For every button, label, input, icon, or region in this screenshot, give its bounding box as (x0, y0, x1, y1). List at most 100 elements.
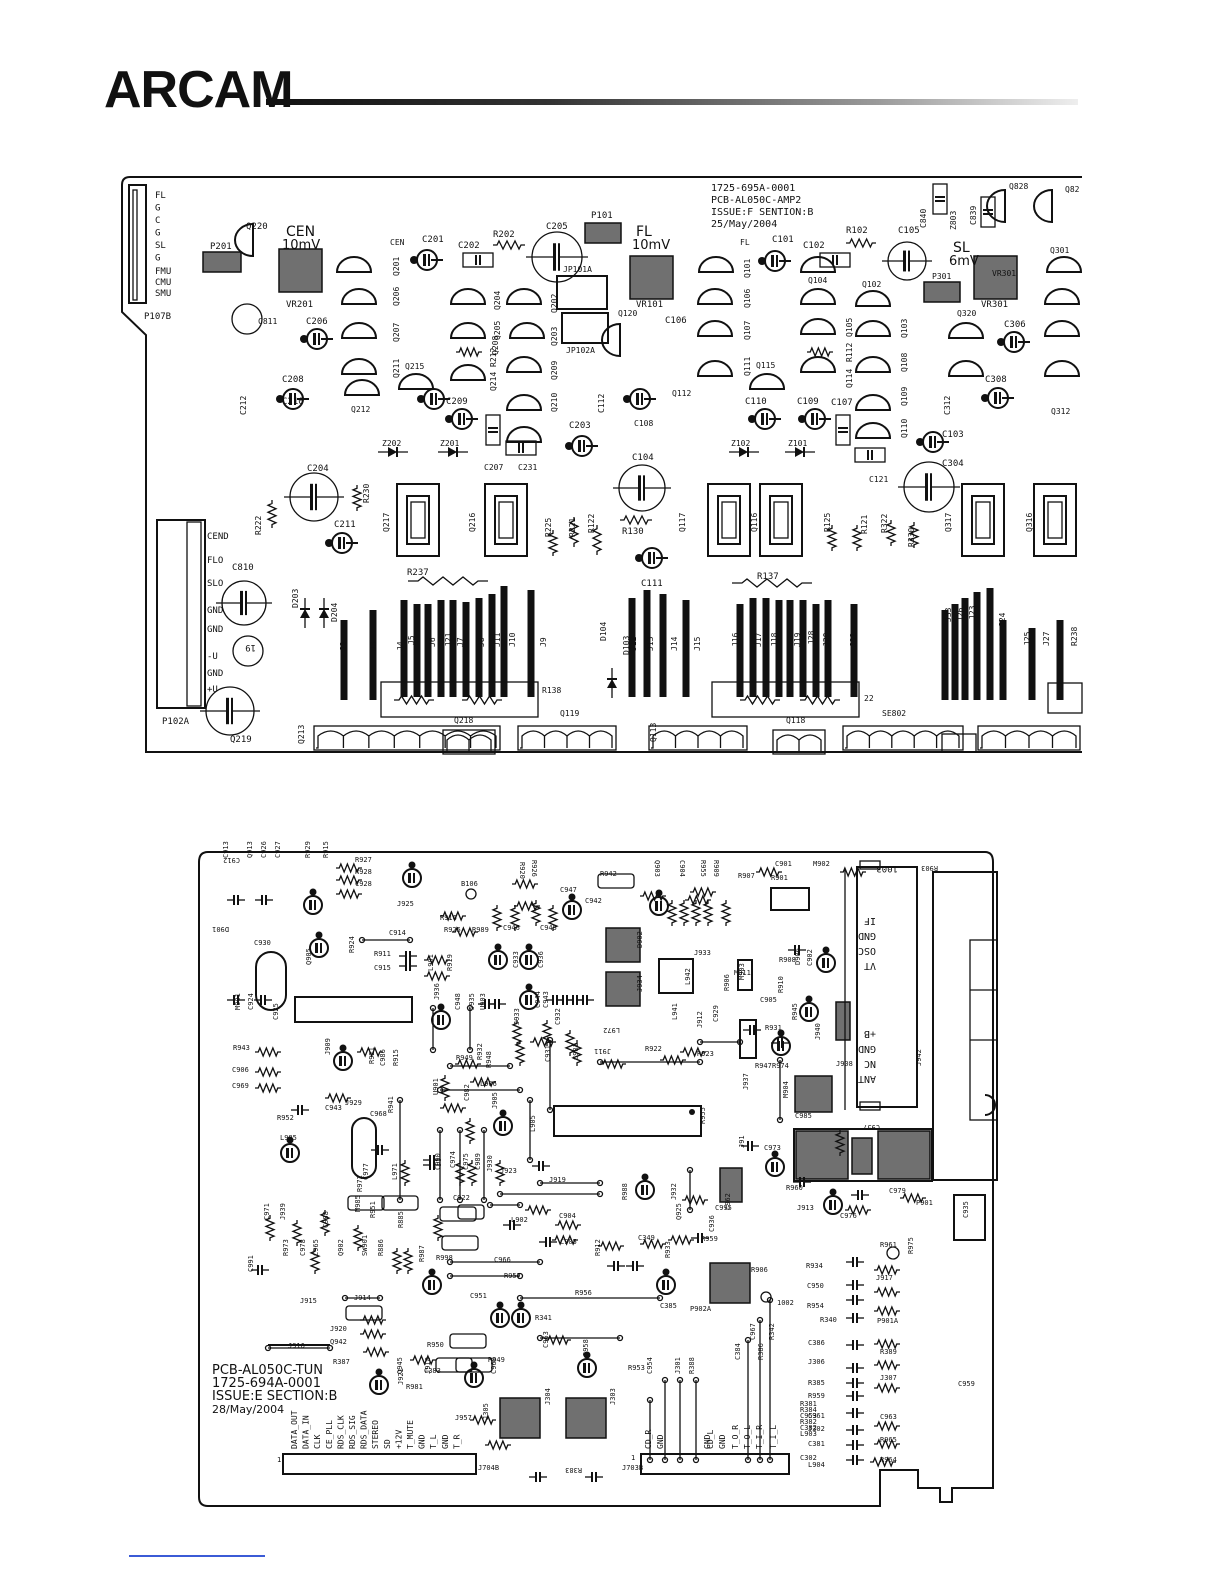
connector-pin-label: T_I_L (769, 1425, 778, 1449)
component-label: R961 (880, 1241, 897, 1249)
resistor-symbol (846, 237, 876, 249)
solder-pad (748, 415, 756, 423)
component-label: J939 (279, 1203, 287, 1220)
component-label: Q118 (786, 716, 805, 725)
power-pin-label: FLO (207, 556, 223, 566)
component-label: R221 (568, 518, 577, 537)
transistor-outline (601, 322, 621, 358)
component-label: C208 (282, 375, 304, 385)
wire-end (656, 1294, 664, 1302)
component-label: R948 (485, 1051, 493, 1068)
jumper-pad (584, 222, 622, 244)
solder-pad (494, 943, 502, 951)
component-label: C961 (808, 1412, 825, 1420)
component-label: Q312 (1051, 407, 1070, 416)
component-label: J932 (670, 1183, 678, 1200)
wire-end (646, 1456, 654, 1464)
capacitor-plate (771, 255, 774, 267)
tuner-electrolytic-cap (562, 900, 582, 920)
component-label: C973 (764, 1144, 781, 1152)
component-label: J19 (793, 632, 802, 647)
component-label: R222 (254, 516, 263, 535)
header-rule (266, 99, 1078, 105)
component-label: R981 (406, 1383, 423, 1391)
wire-end (406, 936, 414, 944)
capacitor-plate (578, 440, 581, 452)
component-label: Z202 (382, 439, 401, 448)
component-label: C205 (546, 222, 568, 232)
component-label: J2 (339, 641, 348, 651)
amp-board-info: 1725-695A-0001 (711, 183, 795, 194)
component-label: C963 (880, 1413, 897, 1421)
resistor-symbol (464, 1118, 476, 1144)
component-label: Q316 (1025, 513, 1034, 532)
solder-pad (565, 442, 573, 450)
component-label: R903 (921, 864, 938, 872)
connector-pin-label: DATA_IN (302, 1415, 311, 1449)
component-label: R907 (738, 872, 755, 880)
tuner-electrolytic-cap (816, 953, 836, 973)
edge-connector (1047, 682, 1083, 714)
power-transistor-tab (971, 495, 995, 545)
component-label: C948 (454, 993, 462, 1010)
resistor-symbol (874, 1420, 900, 1432)
component-label: JP101A (563, 265, 592, 274)
module-tab (859, 1101, 881, 1111)
capacitor-plate (829, 1200, 832, 1210)
resistor-symbol (834, 1130, 846, 1156)
transistor-outline (340, 322, 378, 339)
component-label: C231 (518, 463, 537, 472)
connector-pin-label: T_O_L (743, 1425, 752, 1449)
wire-end (744, 1336, 752, 1344)
trim-potentiometer (973, 255, 1018, 300)
solder-pad (822, 946, 830, 954)
component-label: Q102 (862, 280, 881, 289)
component-label: R934 (806, 1262, 823, 1270)
component-label: C308 (985, 375, 1007, 385)
small-ic-package (381, 1195, 419, 1211)
module-pin-label: IF (864, 915, 876, 926)
solder-pad (496, 1301, 504, 1309)
resistor-network-r238 (380, 681, 539, 718)
component-label: C306 (1004, 320, 1026, 330)
component-label: J32 (849, 632, 858, 647)
tuner-electrolytic-cap (519, 950, 539, 970)
capacitor-plate (925, 473, 928, 501)
component-label: C976 (840, 1212, 857, 1220)
solder-pad (805, 995, 813, 1003)
component-label: J8 (477, 637, 486, 647)
film-capacitor-box (980, 196, 996, 228)
wire-end (516, 1294, 524, 1302)
power-transistor-outline (961, 483, 1005, 557)
capacitor-plate (641, 1185, 644, 1195)
component-label: C977 (362, 1163, 370, 1180)
wire-end (396, 1096, 404, 1104)
transistor-outline (854, 394, 892, 411)
capacitor-plate (309, 900, 312, 910)
film-capacitor-box (485, 414, 501, 446)
resistor-symbol (840, 866, 866, 878)
gray-pad (877, 1130, 931, 1180)
tuner-module-1003 (856, 866, 918, 1108)
resistor-symbol (440, 1102, 466, 1114)
component-label: R956 (575, 1289, 592, 1297)
component-label: Q220 (246, 222, 268, 232)
component-label: C962 (724, 1193, 732, 1210)
connector-pin-label: CMU (155, 278, 171, 288)
component-label: J302 (808, 1425, 825, 1433)
coil-l971 (793, 1128, 933, 1182)
test-point-p901a (760, 1291, 772, 1303)
component-label: R955 (699, 1107, 707, 1124)
wire-end (429, 1004, 437, 1012)
tuner-electrolytic-cap (464, 1368, 484, 1388)
tuner-electrolytic-cap (656, 1275, 676, 1295)
component-label: J16 (731, 632, 740, 647)
component-label: C971 (263, 1203, 271, 1220)
solder-pad (499, 1109, 507, 1117)
component-label: J3 (369, 641, 378, 651)
tuner-electrolytic-cap (490, 1308, 510, 1328)
connector-p107b-inner (132, 189, 138, 301)
resistor-symbol (702, 900, 714, 926)
tuner-board-info: 1725-694A-0001 (212, 1376, 321, 1391)
